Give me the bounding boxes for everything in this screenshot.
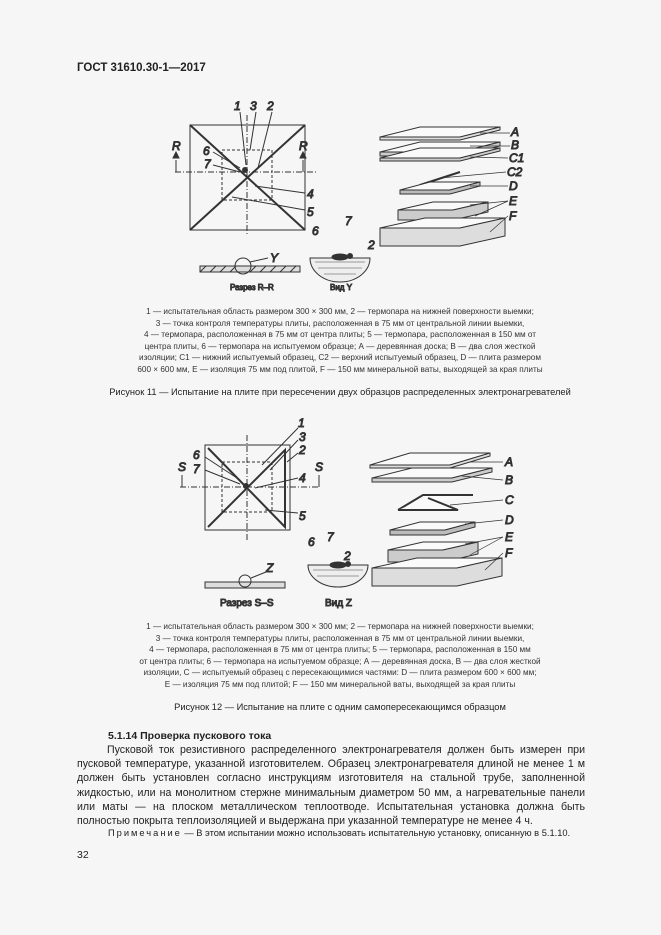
label-5: 5	[299, 509, 306, 523]
section-label: Разрез S–S	[220, 598, 274, 609]
detail-label-2: 2	[367, 238, 375, 252]
label-6: 6	[193, 448, 200, 462]
label-f: F	[509, 209, 517, 223]
label-r-left: R	[172, 139, 181, 153]
detail-view-z	[307, 561, 369, 588]
legend-line: 600 × 600 мм, Е — изоляция 75 мм под пли…	[137, 364, 543, 374]
plate-plan-view	[180, 427, 320, 540]
legend-line: изоляции; С1 — нижний испытуемый образец…	[139, 353, 541, 363]
legend-line: Е — изоляция 75 мм под плитой; F — 150 м…	[164, 679, 516, 689]
legend-line: 1 — испытательная область размером 300 ×…	[146, 307, 534, 316]
note: Примечание — В этом испытании можно испо…	[108, 828, 570, 838]
label-s-right: S	[315, 460, 323, 474]
label-c2: C2	[507, 165, 523, 179]
legend-line: 4 — термопара, расположенная в 75 мм от …	[143, 330, 537, 340]
label-d: D	[509, 179, 518, 193]
detail-view-y	[309, 253, 371, 283]
section-label: Разрез R–R	[230, 283, 274, 292]
label-4: 4	[299, 471, 306, 485]
label-s-left: S	[178, 460, 186, 474]
label-1: 1	[298, 416, 305, 430]
section-r-r	[199, 257, 301, 275]
legend-line: 3 — точка контроля температуры плиты, ра…	[155, 318, 525, 328]
label-2: 2	[298, 443, 306, 457]
legend-line: 4 — термопара, расположенная в 75 мм от …	[149, 645, 531, 655]
legend-line: 3 — точка контроля температуры плиты, ра…	[155, 633, 525, 643]
document-header: ГОСТ 31610.30-1—2017	[77, 62, 206, 74]
label-7: 7	[193, 462, 201, 476]
figure-12-caption: Рисунок 12 — Испытание на плите с одним …	[174, 702, 506, 712]
label-f: F	[505, 546, 513, 560]
label-4: 4	[307, 187, 314, 201]
section-heading: 5.1.14 Проверка пускового тока	[108, 730, 272, 742]
label-a: A	[510, 125, 519, 139]
legend-line: 1 — испытательная область размером 300 ×…	[146, 622, 534, 631]
layer-leader-lines	[439, 132, 510, 233]
label-5: 5	[307, 205, 314, 219]
label-1: 1	[234, 99, 241, 113]
layer-leader-lines	[449, 461, 504, 571]
view-label: Вид Z	[325, 598, 352, 609]
label-b: B	[511, 138, 519, 152]
legend-line: изоляции, С — испытуемый образец с перес…	[143, 668, 537, 678]
detail-label-7: 7	[345, 214, 353, 228]
label-3: 3	[250, 99, 257, 113]
plate-plan-view	[172, 111, 318, 235]
label-c: C	[505, 493, 514, 507]
label-y: Y	[270, 251, 279, 265]
label-3: 3	[299, 430, 306, 444]
figure-11-caption: Рисунок 11 — Испытание на плите при пере…	[109, 387, 571, 397]
label-z: Z	[265, 561, 274, 575]
figure-11-legend: 1 — испытательная область размером 300 ×…	[90, 306, 590, 376]
label-6: 6	[203, 144, 210, 158]
label-c1: C1	[509, 151, 524, 165]
view-label: Вид Y	[330, 283, 353, 292]
label-r-right: R	[299, 139, 308, 153]
detail-label-7: 7	[327, 530, 335, 544]
layer-stack	[379, 126, 506, 247]
label-a: A	[504, 455, 513, 469]
page-number: 32	[77, 849, 89, 861]
note-text: — В этом испытании можно использовать ис…	[181, 828, 571, 838]
label-7: 7	[204, 157, 212, 171]
label-d: D	[505, 513, 514, 527]
figure-12-legend: 1 — испытательная область размером 300 ×…	[90, 621, 590, 691]
label-b: B	[505, 473, 513, 487]
detail-label-2: 2	[343, 549, 351, 563]
section-body: Пусковой ток резистивного распределенног…	[77, 743, 585, 828]
layer-stack	[369, 452, 503, 587]
label-e: E	[505, 530, 514, 544]
label-e: E	[509, 194, 518, 208]
label-2: 2	[266, 99, 274, 113]
note-label: Примечание	[108, 828, 182, 838]
detail-label-6: 6	[312, 224, 319, 238]
body-paragraph: Пусковой ток резистивного распределенног…	[77, 744, 585, 828]
section-s-s	[204, 571, 286, 589]
legend-line: от центра плиты; 6 — термопара на испыту…	[139, 656, 541, 666]
legend-line: центра плиты, 6 — термопара на испытуемо…	[144, 341, 536, 351]
detail-label-6: 6	[308, 535, 315, 549]
